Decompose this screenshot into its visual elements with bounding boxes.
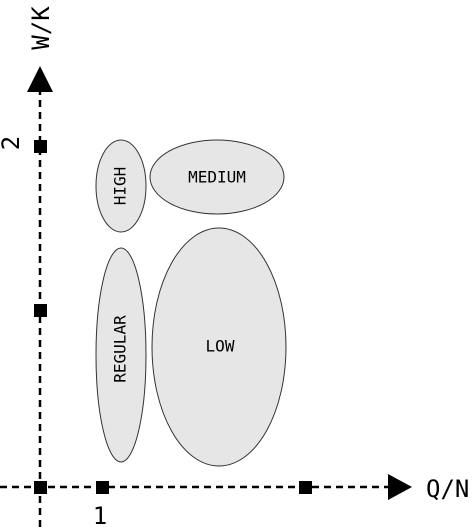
origin-tick-square [34, 481, 47, 494]
y-tick-square-1 [34, 304, 47, 317]
x-axis-arrow-icon [388, 474, 412, 500]
y-axis-arrow-icon [27, 66, 53, 92]
x-tick-label: 1 [93, 502, 107, 527]
medium-region [149, 139, 285, 215]
x-axis-title: Q/N [426, 475, 469, 503]
y-axis-title: W/K [27, 6, 55, 50]
high-region-label: HIGH [111, 167, 130, 206]
low-region-label: LOW [206, 337, 235, 356]
medium-region-label: MEDIUM [188, 168, 246, 187]
regular-region-label: REGULAR [111, 315, 130, 383]
y-tick-label: 2 [0, 136, 25, 150]
regular-region [95, 247, 147, 463]
high-region [95, 139, 147, 233]
y-tick-square-2 [34, 140, 47, 153]
x-tick-square-2 [299, 481, 312, 494]
low-region [151, 227, 287, 467]
x-tick-square-1 [96, 481, 109, 494]
